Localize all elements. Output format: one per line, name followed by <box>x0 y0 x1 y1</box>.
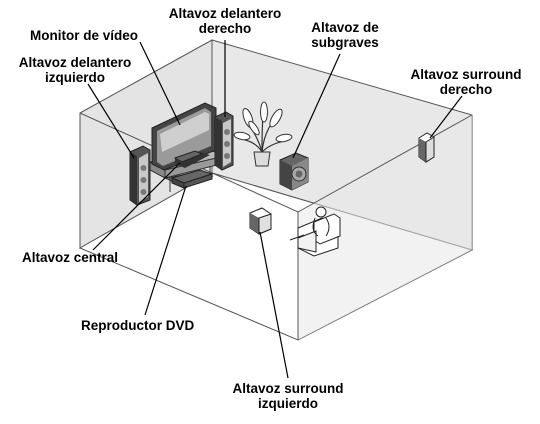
leader-monitor <box>139 41 181 126</box>
plant <box>233 101 293 167</box>
room <box>78 39 474 341</box>
leader-front-left <box>87 83 135 159</box>
leader-surround-left <box>259 231 289 379</box>
label-dvd-player: Reproductor DVD <box>81 318 195 333</box>
leader-surround-right <box>429 95 463 139</box>
label-monitor: Monitor de vídeo <box>30 28 138 43</box>
label-subwoofer: Altavoz de subgraves <box>311 20 379 50</box>
label-surround-left-speaker: Altavoz surround izquierdo <box>232 381 344 411</box>
subwoofer <box>279 152 309 191</box>
dvd-player <box>170 169 214 189</box>
surround-right-speaker <box>418 132 435 163</box>
center-speaker <box>173 150 204 166</box>
label-center-speaker: Altavoz central <box>22 250 119 265</box>
label-surround-right-speaker: Altavoz surround derecho <box>410 67 522 97</box>
leader-lines <box>87 40 463 379</box>
label-front-left-speaker: Altavoz delantero izquierdo <box>18 55 132 85</box>
listener-armchair <box>289 206 341 257</box>
leader-subwoofer <box>292 53 341 159</box>
label-front-right-speaker: Altavoz delantero derecho <box>168 6 282 36</box>
front-wall-right <box>298 115 472 340</box>
surround-left-speaker <box>249 207 272 235</box>
leader-center <box>92 162 181 251</box>
front-right-speaker <box>214 111 234 171</box>
front-left-speaker <box>129 145 151 206</box>
leader-dvd <box>144 185 187 316</box>
